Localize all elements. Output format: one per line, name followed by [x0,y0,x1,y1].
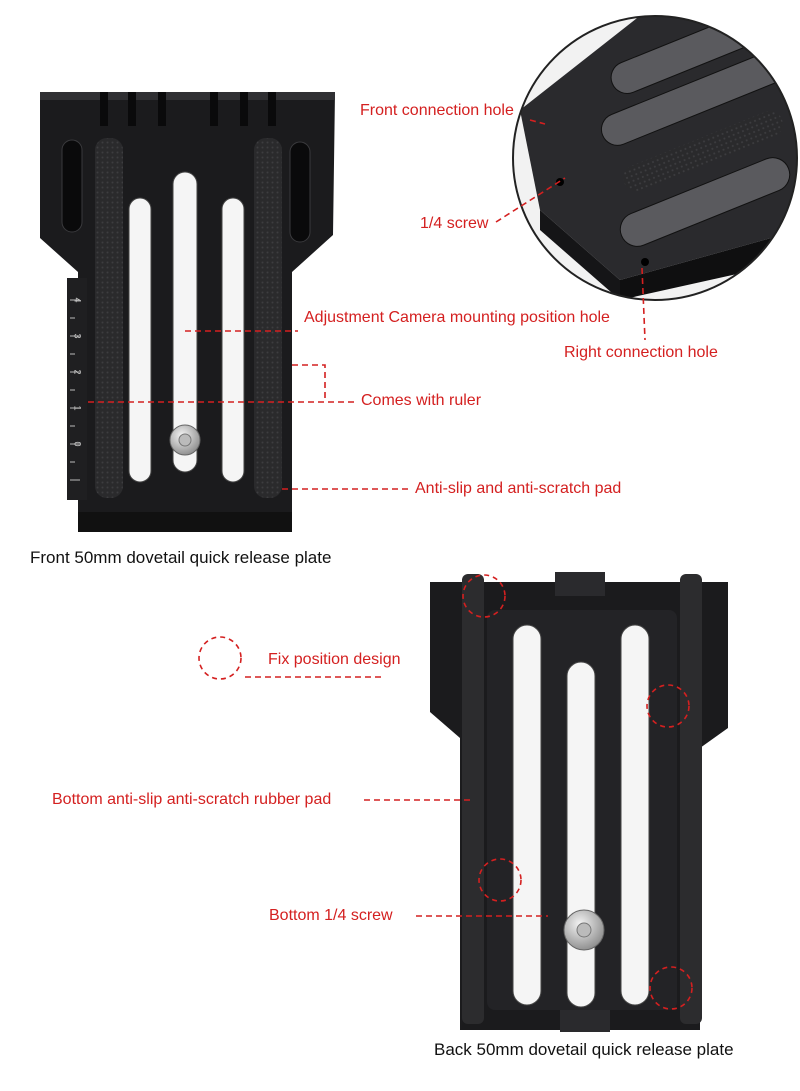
ruler-tick: 3 [72,333,83,339]
caption-front-plate: Front 50mm dovetail quick release plate [30,548,332,567]
ruler-tick: 4 [72,297,83,303]
label-right-connection-hole: Right connection hole [564,344,718,361]
label-bottom-rubber-pad: Bottom anti-slip anti-scratch rubber pad [52,791,332,808]
label-bottom-screw: Bottom 1/4 screw [269,907,393,924]
detail-zoom-circle [512,15,798,301]
front-plate [40,92,335,532]
ruler-tick: 0 [72,441,83,447]
back-plate [430,572,728,1032]
ruler-tick: 1 [72,405,83,411]
label-front-connection-hole: Front connection hole [360,102,514,119]
caption-back-plate: Back 50mm dovetail quick release plate [434,1040,734,1059]
label-adjustment-hole: Adjustment Camera mounting position hole [304,309,610,326]
label-quarter-screw: 1/4 screw [420,215,489,232]
annotation-lines [88,119,693,1010]
label-comes-with-ruler: Comes with ruler [361,392,482,409]
ruler-tick: 2 [72,369,83,375]
label-anti-slip-pad: Anti-slip and anti-scratch pad [415,480,622,497]
label-fix-position: Fix position design [268,651,401,668]
